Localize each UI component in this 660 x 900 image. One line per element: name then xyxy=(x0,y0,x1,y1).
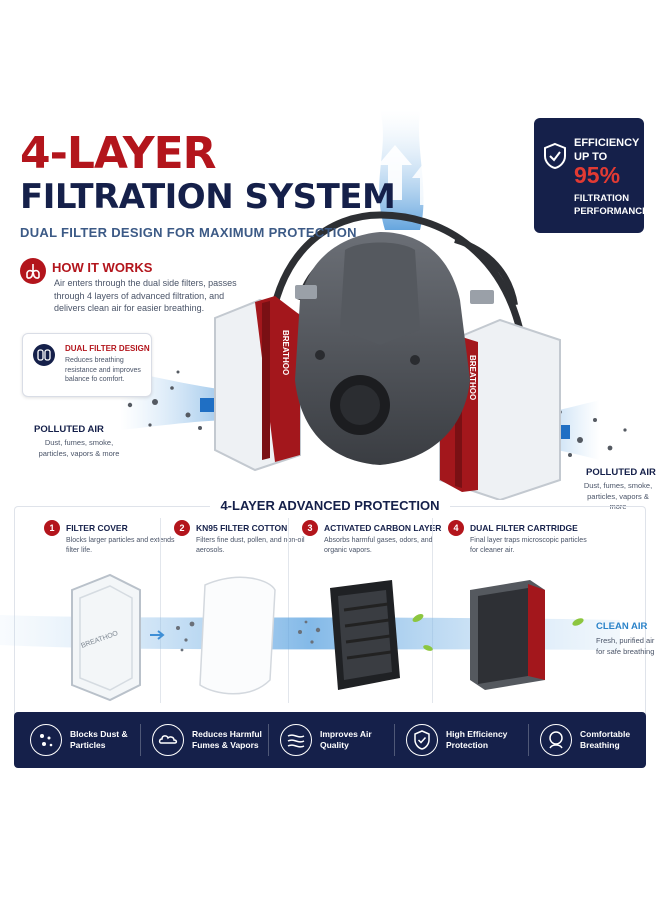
right-cartridge-brand: BREATHOO xyxy=(468,355,477,400)
step-text: Filters fine dust, pollen, and non-oil a… xyxy=(196,537,305,554)
feature-divider xyxy=(394,724,395,756)
exhale-arrow-icon xyxy=(412,160,440,205)
step-number: 4 xyxy=(448,520,464,536)
step-title: ACTIVATED CARBON LAYER xyxy=(324,523,442,533)
step-text: Absorbs harmful gases, odors, and organi… xyxy=(324,537,433,554)
how-it-works-text: Air enters through the dual side filters… xyxy=(54,278,237,313)
particles-icon xyxy=(176,620,321,652)
left-cartridge-brand: BREATHOO xyxy=(281,330,290,375)
dual-filter-icon xyxy=(33,344,55,366)
dual-filter-text: Reduces breathing resistance and improve… xyxy=(65,357,141,383)
airflow-band xyxy=(0,615,620,650)
shield-check-icon xyxy=(406,724,438,756)
feature-label: Improves Air Quality xyxy=(320,729,372,750)
hero-illustration: BREATHOO BREATHOO xyxy=(120,110,627,500)
step-number: 3 xyxy=(302,520,318,536)
filter-cover-image xyxy=(71,573,141,702)
step-title: FILTER COVER xyxy=(66,523,128,533)
step-number: 2 xyxy=(174,520,190,536)
polluted-air-left-title: POLLUTED AIR xyxy=(34,424,104,435)
step-text: Final layer traps microscopic particles … xyxy=(470,537,587,554)
efficiency-percent: 95% xyxy=(574,162,621,188)
feature-label: High Efficiency Protection xyxy=(446,729,508,750)
step-divider xyxy=(288,518,289,703)
feature-divider xyxy=(140,724,141,756)
activated-carbon-image xyxy=(330,580,400,690)
efficiency-line3: FILTRATION xyxy=(574,193,630,204)
clean-air-title: CLEAN AIR xyxy=(596,621,648,632)
mask-screw xyxy=(410,355,420,365)
layers-heading: 4-LAYER ADVANCED PROTECTION xyxy=(0,498,660,513)
page-subtitle: FILTRATION SYSTEM xyxy=(20,177,396,217)
flow-arrow-icon xyxy=(150,630,165,640)
polluted-air-left-text: Dust, fumes, smoke, particles, vapors & … xyxy=(38,438,120,458)
feature-label: Comfortable Breathing xyxy=(580,729,631,750)
how-it-works-title: HOW IT WORKS xyxy=(52,260,153,275)
layers-illustration: BREATHOO xyxy=(0,573,620,702)
efficiency-line2: UP TO xyxy=(574,151,608,163)
leaf-icon xyxy=(412,614,584,651)
fumes-cloud-icon xyxy=(152,724,184,756)
layers-heading-text: 4-LAYER ADVANCED PROTECTION xyxy=(210,498,450,513)
dual-filter-cartridge-image xyxy=(470,580,545,690)
page-title: 4-LAYER xyxy=(20,128,217,179)
shield-check-icon xyxy=(544,142,566,170)
mask-nose-panel xyxy=(340,242,420,345)
efficiency-performance-label: FILTRATION PERFORMANCE xyxy=(574,192,648,218)
mask-screw xyxy=(315,350,325,360)
step-number: 1 xyxy=(44,520,60,536)
step-divider xyxy=(432,518,433,703)
feature-divider xyxy=(528,724,529,756)
step-title: DUAL FILTER CARTRIDGE xyxy=(470,523,578,533)
clean-air-text: Fresh, purified air for safe breathing xyxy=(596,636,655,656)
strap-clip xyxy=(295,285,317,299)
tagline: DUAL FILTER DESIGN FOR MAXIMUM PROTECTIO… xyxy=(20,225,357,240)
dual-filter-card: DUAL FILTER DESIGN Reduces breathing res… xyxy=(22,333,152,397)
step-title: KN95 FILTER COTTON xyxy=(196,523,288,533)
airflow-icon xyxy=(280,724,312,756)
step-divider xyxy=(160,518,161,703)
feature-divider xyxy=(268,724,269,756)
head-strap xyxy=(454,237,518,306)
feature-label: Reduces Harmful Fumes & Vapors xyxy=(192,729,262,750)
head-strap xyxy=(266,211,524,331)
efficiency-line1: EFFICIENCY xyxy=(574,137,640,149)
left-filter-cartridge xyxy=(214,296,301,472)
efficiency-label: EFFICIENCY UP TO xyxy=(574,136,639,164)
kn95-cotton-image xyxy=(199,576,276,695)
dust-particles-icon xyxy=(30,724,62,756)
efficiency-badge: EFFICIENCY UP TO 95% FILTRATION PERFORMA… xyxy=(534,118,648,233)
polluted-air-right-title: POLLUTED AIR xyxy=(586,467,656,478)
efficiency-line4: PERFORMANCE xyxy=(574,206,649,217)
exhale-valve-inner xyxy=(340,385,380,425)
comfort-face-icon xyxy=(540,724,572,756)
strap-clip xyxy=(470,290,494,304)
features-bar: Blocks Dust & Particles Reduces Harmful … xyxy=(14,712,646,768)
exhale-arrow-icon xyxy=(378,145,412,200)
feature-label: Blocks Dust & Particles xyxy=(70,729,128,750)
step-text: Blocks larger particles and extends filt… xyxy=(66,537,175,554)
dual-filter-title: DUAL FILTER DESIGN xyxy=(65,344,150,353)
lungs-icon xyxy=(20,258,46,284)
